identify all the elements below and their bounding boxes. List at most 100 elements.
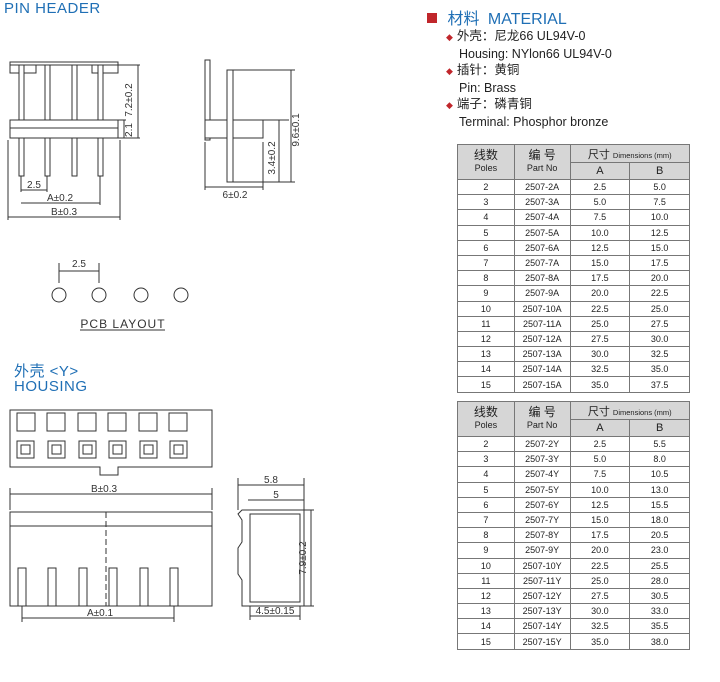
table-cell: 10 (457, 300, 515, 317)
table-cell: 2507-10A (513, 300, 571, 317)
table-cell: 6 (457, 496, 515, 513)
table-cell: 13.0 (629, 481, 690, 498)
table-cell: 2507-4Y (513, 466, 571, 483)
header-col-b: B (629, 419, 690, 437)
table-cell: 32.5 (629, 346, 690, 363)
pin-header-title: PIN HEADER (4, 0, 101, 17)
table-cell: 22.5 (569, 300, 631, 317)
table-cell: 12 (457, 330, 515, 348)
pin-header-side-drawing: 9.6±0.1 3.4±0.2 6±0.2 (204, 59, 302, 200)
table-cell: 35.5 (629, 618, 690, 635)
table-cell: 2 (457, 435, 515, 453)
table-cell: 2.5 (569, 178, 631, 196)
dim-a: A±0.2 (47, 193, 73, 204)
table-cell: 18.0 (629, 511, 690, 529)
table-cell: 15.0 (569, 511, 631, 529)
header-col-a: A (569, 162, 631, 180)
housing-dim-a: A±0.1 (87, 608, 113, 619)
pcb-layout-label: PCB LAYOUT (80, 317, 165, 331)
table-cell: 27.5 (629, 315, 690, 332)
header-dimensions: 尺寸 Dimensions (mm) (569, 401, 691, 420)
table-cell: 25.5 (629, 557, 690, 574)
table-cell: 7 (457, 511, 515, 529)
table-cell: 2507-6A (513, 239, 571, 256)
table-cell: 8.0 (629, 451, 690, 468)
diamond-bullet-icon: ◆ (446, 100, 453, 110)
table-cell: 17.5 (569, 270, 631, 287)
table-cell: 5.0 (569, 194, 631, 211)
table-cell: 14 (457, 361, 515, 378)
table-cell: 2507-11Y (513, 572, 571, 589)
table-cell: 15.0 (569, 254, 631, 272)
table-cell: 2507-9Y (513, 542, 571, 559)
table-cell: 20.5 (629, 527, 690, 544)
table-cell: 27.5 (569, 587, 631, 605)
table-cell: 2507-9A (513, 285, 571, 302)
table-cell: 25.0 (569, 572, 631, 589)
pcb-layout-drawing: 2.5 PCB LAYOUT (51, 259, 189, 331)
table-cell: 2 (457, 178, 515, 196)
table-cell: 2507-4A (513, 209, 571, 226)
table-cell: 4 (457, 466, 515, 483)
table-cell: 2507-10Y (513, 557, 571, 574)
pcb-hole (51, 287, 67, 303)
table-cell: 10.0 (569, 224, 631, 241)
pin-header-front-drawing: 7.2±0.2 2.1 2.5 A±0.2 B±0.3 (7, 61, 140, 220)
table-cell: 2507-2Y (513, 435, 571, 453)
material-title-en: MATERIAL (487, 11, 567, 28)
table-cell: 5.5 (629, 435, 690, 453)
dim-3-4: 3.4±0.2 (267, 141, 278, 175)
material-line: ◆端子：磷青铜 (446, 97, 532, 111)
table-cell: 2507-6Y (513, 496, 571, 513)
table-cell: 22.5 (629, 285, 690, 302)
table-cell: 17.5 (629, 254, 690, 272)
table-cell: 9 (457, 542, 515, 559)
table-cell: 8 (457, 527, 515, 544)
table-cell: 28.0 (629, 572, 690, 589)
table-cell: 30.0 (629, 330, 690, 348)
table-cell: 14 (457, 618, 515, 635)
table-cell: 2507-3A (513, 194, 571, 211)
table-cell: 20.0 (569, 542, 631, 559)
material-list: ◆外壳：尼龙66 UL94V-0 Housing: NYlon66 UL94V-… (446, 28, 716, 130)
table-cell: 9 (457, 285, 515, 302)
housing-top-drawing (9, 409, 213, 476)
table-cell: 35.0 (569, 376, 631, 393)
table-cell: 2507-14A (513, 361, 571, 378)
table-cell: 13 (457, 603, 515, 620)
table-cell: 37.5 (629, 376, 690, 393)
table-cell: 13 (457, 346, 515, 363)
material-line: Terminal: Phosphor bronze (459, 114, 609, 129)
side-dim-5: 5 (273, 490, 279, 501)
table-cell: 10 (457, 557, 515, 574)
housing-dim-b: B±0.3 (91, 484, 117, 495)
table-cell: 11 (457, 572, 515, 589)
table-cell: 15 (457, 633, 515, 650)
table-cell: 27.5 (569, 330, 631, 348)
table-cell: 8 (457, 270, 515, 287)
housing-front-drawing: B±0.3 A±0.1 (9, 484, 213, 622)
material-line: Housing: NYlon66 UL94V-0 (459, 46, 612, 61)
table-cell: 25.0 (569, 315, 631, 332)
table-cell: 15.5 (629, 496, 690, 513)
table-cell: 10.0 (569, 481, 631, 498)
table-cell: 11 (457, 315, 515, 332)
material-line: ◆插针：黄铜 (446, 63, 520, 77)
table-cell: 3 (457, 194, 515, 211)
table-cell: 33.0 (629, 603, 690, 620)
table-cell: 15.0 (629, 239, 690, 256)
